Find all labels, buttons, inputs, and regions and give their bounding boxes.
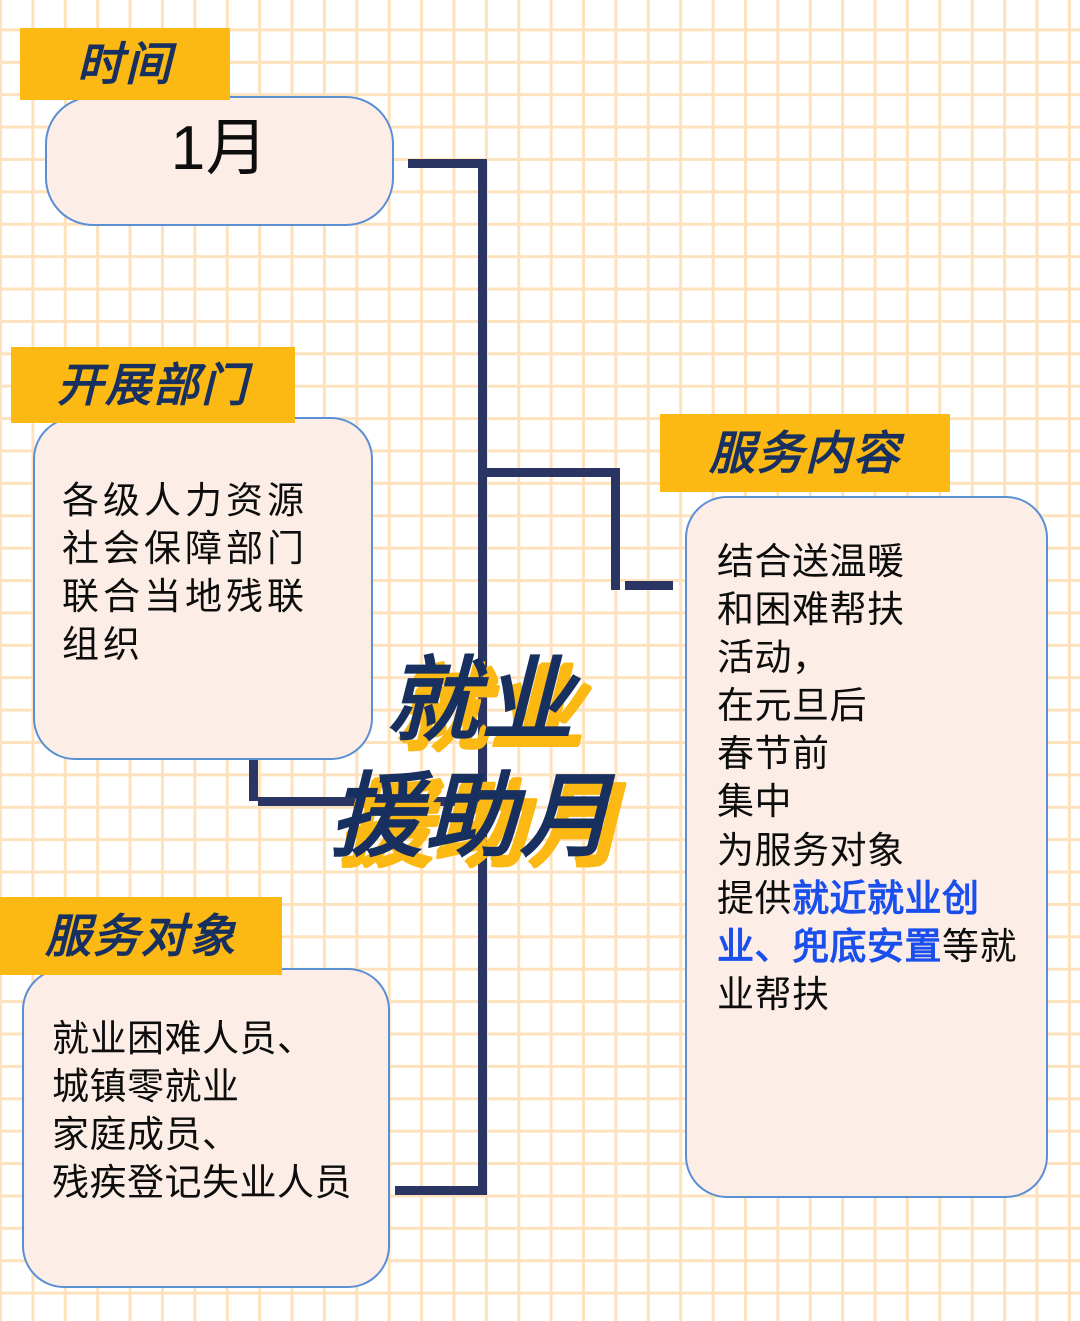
card-department-text: 各级人力资源 社会保障部门 联合当地残联 组织 <box>62 480 308 666</box>
connector-department-horizontal <box>258 797 488 806</box>
service-content-after: 等就业帮扶 <box>717 925 1017 1015</box>
connector-main-trunk <box>478 159 487 739</box>
card-service-content-text: 结合送温暖 和困难帮扶 活动， 在元旦后 春节前 集中 为服务对象 提供就近就业… <box>717 538 1034 1019</box>
tag-department: 开展部门 <box>11 347 295 423</box>
card-time: 1月 <box>45 96 394 226</box>
connector-content-horizontal <box>478 468 620 477</box>
center-title-line-1: 就业 <box>386 650 577 752</box>
connector-audience-horizontal <box>395 1186 487 1195</box>
tag-time: 时间 <box>20 28 230 100</box>
card-department: 各级人力资源 社会保障部门 联合当地残联 组织 <box>33 417 373 760</box>
tag-service-audience: 服务对象 <box>0 897 282 975</box>
center-title-line-2: 援助月 <box>330 765 616 868</box>
center-title: 就业 援助月 <box>330 650 730 868</box>
connector-audience-vertical <box>478 739 487 1194</box>
connector-time-stub <box>408 159 480 168</box>
service-content-highlight: 就近就业创业、兜底安置 <box>717 877 980 967</box>
connector-department-vertical <box>249 748 258 801</box>
connector-content-vertical <box>611 468 620 590</box>
card-service-audience-text: 就业困难人员、 城镇零就业 家庭成员、 残疾登记失业人员 <box>52 1018 352 1204</box>
card-service-content: 结合送温暖 和困难帮扶 活动， 在元旦后 春节前 集中 为服务对象 提供就近就业… <box>685 496 1048 1198</box>
service-content-before: 结合送温暖 和困难帮扶 活动， 在元旦后 春节前 集中 为服务对象 提供 <box>717 541 905 919</box>
card-time-text: 1月 <box>170 114 269 183</box>
connector-content-stub <box>625 581 673 590</box>
tag-service-content: 服务内容 <box>660 414 950 492</box>
card-service-audience: 就业困难人员、 城镇零就业 家庭成员、 残疾登记失业人员 <box>22 968 390 1288</box>
